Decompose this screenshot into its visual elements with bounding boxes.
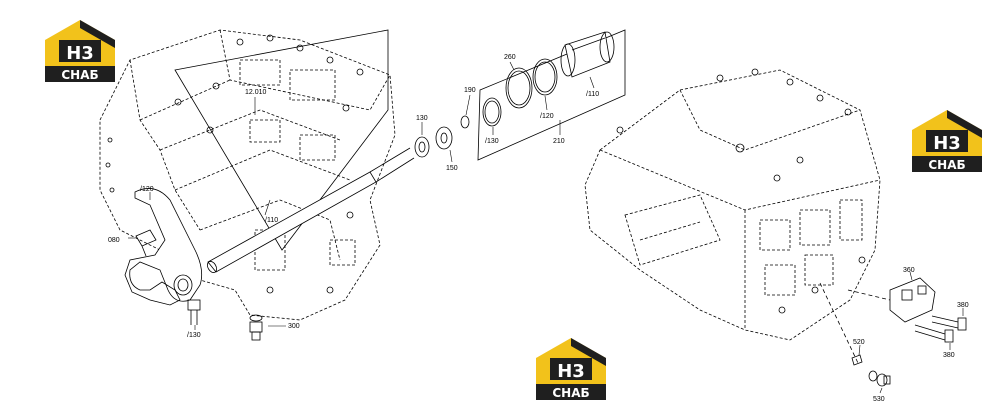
label-150: 150	[446, 165, 458, 172]
label-120-ring: /120	[540, 113, 554, 120]
label-530: 530	[873, 396, 885, 403]
logo-top-left: H3 СНАБ	[45, 20, 115, 82]
left-group-frame	[174, 29, 389, 251]
bolt-380-drawing	[914, 315, 967, 343]
label-080: 080	[108, 237, 120, 244]
svg-text:СНАБ: СНАБ	[928, 158, 965, 172]
plug-300-drawing	[249, 314, 263, 341]
bolt-130-drawing	[187, 299, 201, 325]
left-housing-bolts	[105, 34, 364, 294]
label-190: 190	[464, 87, 476, 94]
right-housing-bolts	[616, 68, 866, 314]
leader-lines	[128, 61, 964, 394]
logo-bottom: H3 СНАБ	[536, 338, 606, 400]
label-130-bolt: /130	[187, 332, 201, 339]
leader-520	[819, 282, 859, 364]
label-120-fork: /120	[140, 186, 154, 193]
svg-text:H3: H3	[933, 133, 961, 154]
leader-360	[847, 289, 891, 301]
piston-group-drawing	[482, 31, 615, 127]
part-080-drawing	[135, 229, 157, 257]
label-130: 130	[416, 115, 428, 122]
middle-parts-drawing	[414, 115, 470, 158]
label-210: 210	[553, 138, 565, 145]
label-360: 360	[903, 267, 915, 274]
label-300: 300	[288, 323, 300, 330]
svg-text:H3: H3	[557, 361, 585, 382]
label-520: 520	[853, 339, 865, 346]
shift-fork-drawing	[124, 188, 203, 306]
valve-block-360-drawing	[889, 277, 936, 323]
label-12010: 12.010	[245, 89, 267, 96]
label-110-rod: /110	[265, 217, 278, 224]
right-housing-drawing	[584, 69, 881, 341]
label-130-ring: /130	[485, 138, 499, 145]
part-520-drawing	[851, 354, 863, 366]
svg-text:СНАБ: СНАБ	[61, 68, 98, 82]
svg-text:СНАБ: СНАБ	[552, 386, 589, 400]
label-110-piston: /110	[586, 91, 599, 98]
label-380-lower: 380	[943, 352, 955, 359]
left-housing-drawing	[99, 29, 396, 321]
part-labels: 12.010 /120 /110 080 /130 300 130 190 15…	[108, 54, 969, 403]
shift-rod-drawing	[207, 147, 415, 273]
label-380-upper: 380	[957, 302, 969, 309]
logo-right: H3 СНАБ	[912, 110, 982, 172]
label-260: 260	[504, 54, 516, 61]
svg-text:H3: H3	[66, 43, 94, 64]
part-530-drawing	[868, 370, 891, 387]
